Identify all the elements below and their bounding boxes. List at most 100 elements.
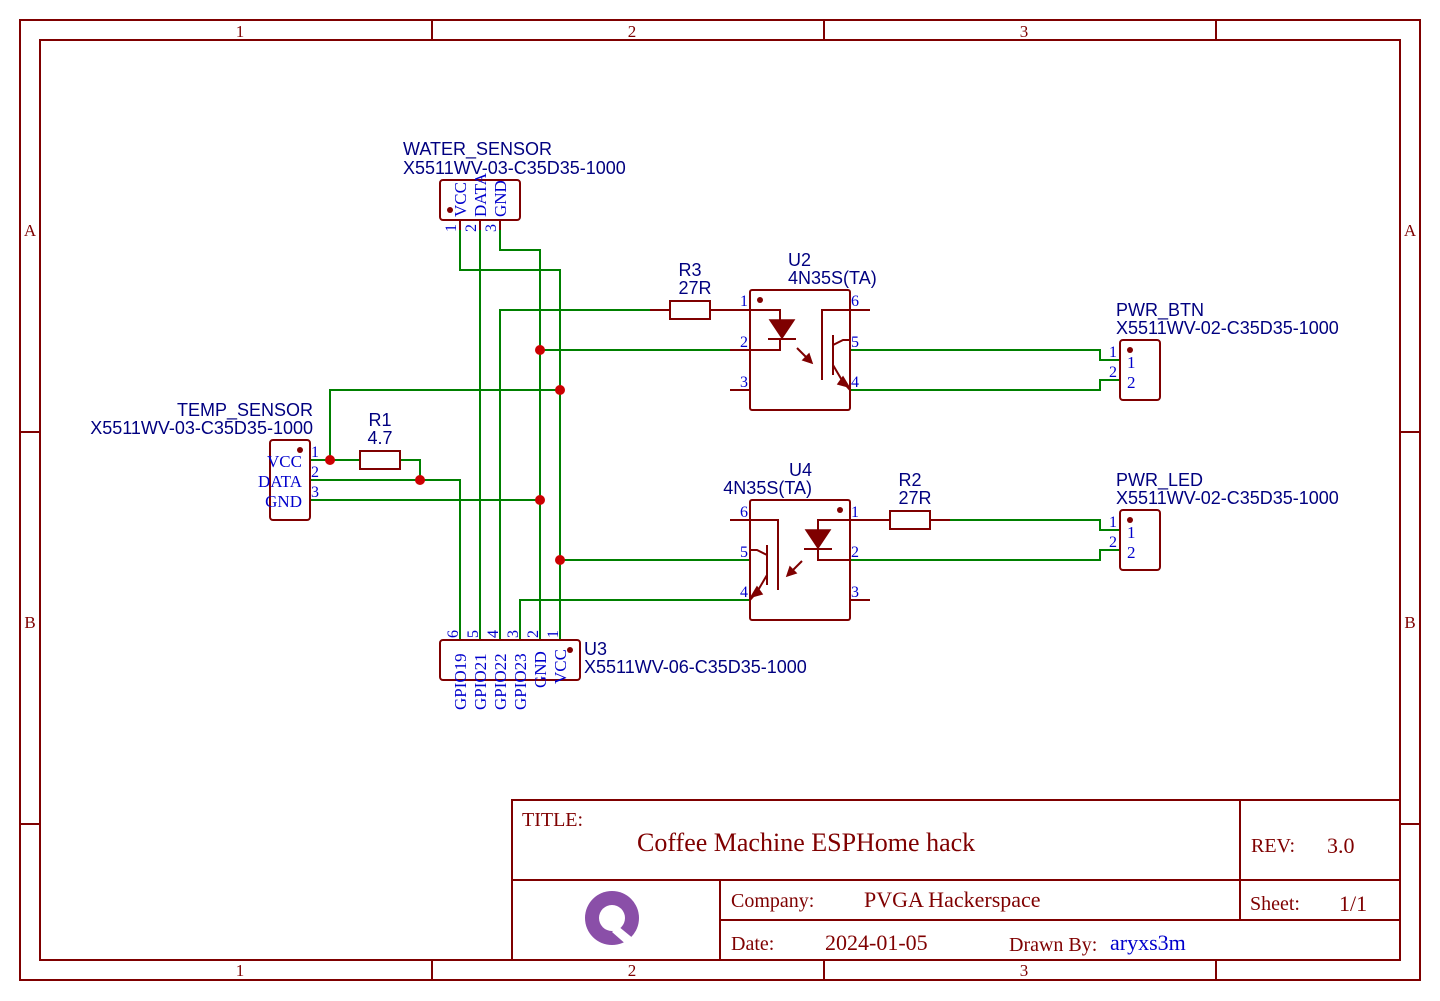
u3-pin-name-4: GPIO22 [491,653,510,710]
u3-pin-num-6: 6 [445,630,462,638]
sheet-label: Sheet: [1250,893,1300,915]
u3-pin-name-5: GPIO21 [471,653,490,710]
water-sensor-pin-name-2: DATA [471,172,490,217]
r2-designator: R2 [898,470,921,490]
junctions [325,345,565,565]
r3-value: 27R [678,278,711,298]
col-label-top-3: 3 [1020,22,1029,41]
drawn-by-label: Drawn By: [1009,934,1097,956]
pwr-btn-part: X5511WV-02-C35D35-1000 [1116,318,1339,338]
u3-pin-num-5: 5 [465,630,482,638]
junction-dot [535,345,545,355]
temp-sensor-connector[interactable]: TEMP_SENSOR X5511WV-03-C35D35-1000 VCC D… [90,400,319,521]
u2-pin-2: 2 [740,334,748,351]
row-label-right-b: B [1404,613,1415,632]
water-sensor-designator: WATER_SENSOR [403,139,552,160]
u3-header-connector[interactable]: U3 X5511WV-06-C35D35-1000 GPIO19 GPIO21 … [439,630,807,710]
u3-pin-name-1: VCC [551,649,570,684]
r3-designator: R3 [678,260,701,280]
u4-pin-6: 6 [740,504,748,521]
u3-pin-num-4: 4 [485,630,502,638]
u3-pin-num-3: 3 [505,630,522,638]
u3-pin-num-2: 2 [525,630,542,638]
u3-pin-name-6: GPIO19 [451,653,470,710]
r1-designator: R1 [368,410,391,430]
pwr-led-pin-name-1: 1 [1127,523,1136,542]
u4-pin-2: 2 [851,544,859,561]
u4-pin-3: 3 [851,584,859,601]
title-block: TITLE: Coffee Machine ESPHome hack REV: … [511,799,1401,961]
pwr-led-pin-num-2: 2 [1109,534,1117,551]
u4-pin-1: 1 [851,504,859,521]
pwr-btn-pin-num-1: 1 [1109,344,1117,361]
pwr-btn-designator: PWR_BTN [1116,300,1204,321]
u4-pin-4: 4 [740,584,748,601]
temp-sensor-pin-name-2: DATA [258,472,303,491]
q-logo-icon [585,891,640,946]
u3-part: X5511WV-06-C35D35-1000 [584,657,807,677]
rev-value: 3.0 [1327,833,1355,858]
junction-dot [535,495,545,505]
u2-pin-4: 4 [851,374,859,391]
u2-part: 4N35S(TA) [788,268,877,288]
resistor-r2[interactable]: R2 27R [850,470,950,530]
drawn-by-value: aryxs3m [1110,930,1186,955]
row-label-left-b: B [24,613,35,632]
pwr-led-pin-num-1: 1 [1109,514,1117,531]
company-label: Company: [731,890,814,912]
water-sensor-pin-name-1: VCC [451,182,470,217]
u2-pin-3: 3 [740,374,748,391]
junction-dot [555,555,565,565]
optocoupler-u4[interactable]: U4 4N35S(TA) 1 2 3 4 5 6 [723,460,870,621]
u3-pin-num-1: 1 [545,630,562,638]
col-label-bottom-2: 2 [628,961,637,980]
pwr-btn-connector[interactable]: PWR_BTN X5511WV-02-C35D35-1000 1 2 1 2 [1109,300,1339,401]
temp-sensor-pin-name-3: GND [265,492,302,511]
temp-sensor-pin-num-1: 1 [311,444,319,461]
water-sensor-pin-name-3: GND [491,180,510,217]
water-sensor-pin-num-2: 2 [463,224,480,232]
row-label-right-a: A [1404,221,1417,240]
col-label-bottom-3: 3 [1020,961,1029,980]
u4-pin-5: 5 [740,544,748,561]
wires [310,230,1120,640]
junction-dot [415,475,425,485]
temp-sensor-designator: TEMP_SENSOR [177,400,313,421]
temp-sensor-pin-name-1: VCC [267,452,302,471]
resistor-r1[interactable]: R1 4.7 [359,410,401,470]
rev-label: REV: [1251,835,1295,857]
u3-designator: U3 [584,639,607,659]
junction-dot [325,455,335,465]
u2-pin-5: 5 [851,334,859,351]
r1-value: 4.7 [367,428,392,448]
title-label: TITLE: [522,809,583,831]
schematic-title: Coffee Machine ESPHome hack [637,828,975,857]
u4-designator: U4 [789,460,812,480]
pwr-btn-pin-name-1: 1 [1127,353,1136,372]
col-label-bottom-1: 1 [236,961,245,980]
optocoupler-u2[interactable]: U2 4N35S(TA) 1 2 3 4 5 6 [730,250,877,411]
u4-part: 4N35S(TA) [723,478,812,498]
sheet-value: 1/1 [1339,891,1367,916]
date-value: 2024-01-05 [825,930,928,955]
water-sensor-connector[interactable]: WATER_SENSOR X5511WV-03-C35D35-1000 VCC … [403,139,626,232]
col-label-top-1: 1 [236,22,245,41]
pwr-led-designator: PWR_LED [1116,470,1203,491]
temp-sensor-pin-num-2: 2 [311,464,319,481]
junction-dot [555,385,565,395]
company-value: PVGA Hackerspace [864,887,1041,912]
u3-pin-name-2: GND [531,651,550,688]
water-sensor-pin-num-1: 1 [443,224,460,232]
u2-pin-6: 6 [851,293,859,310]
pwr-led-pin-name-2: 2 [1127,543,1136,562]
pwr-btn-pin-num-2: 2 [1109,364,1117,381]
frame-labels: 1 2 3 1 2 3 A B A B [24,22,1417,980]
date-label: Date: [731,933,774,955]
resistor-r3[interactable]: R3 27R [650,260,750,320]
pwr-led-connector[interactable]: PWR_LED X5511WV-02-C35D35-1000 1 2 1 2 [1109,470,1339,571]
pwr-btn-pin-name-2: 2 [1127,373,1136,392]
pwr-led-part: X5511WV-02-C35D35-1000 [1116,488,1339,508]
col-label-top-2: 2 [628,22,637,41]
u3-pin-name-3: GPIO23 [511,653,530,710]
